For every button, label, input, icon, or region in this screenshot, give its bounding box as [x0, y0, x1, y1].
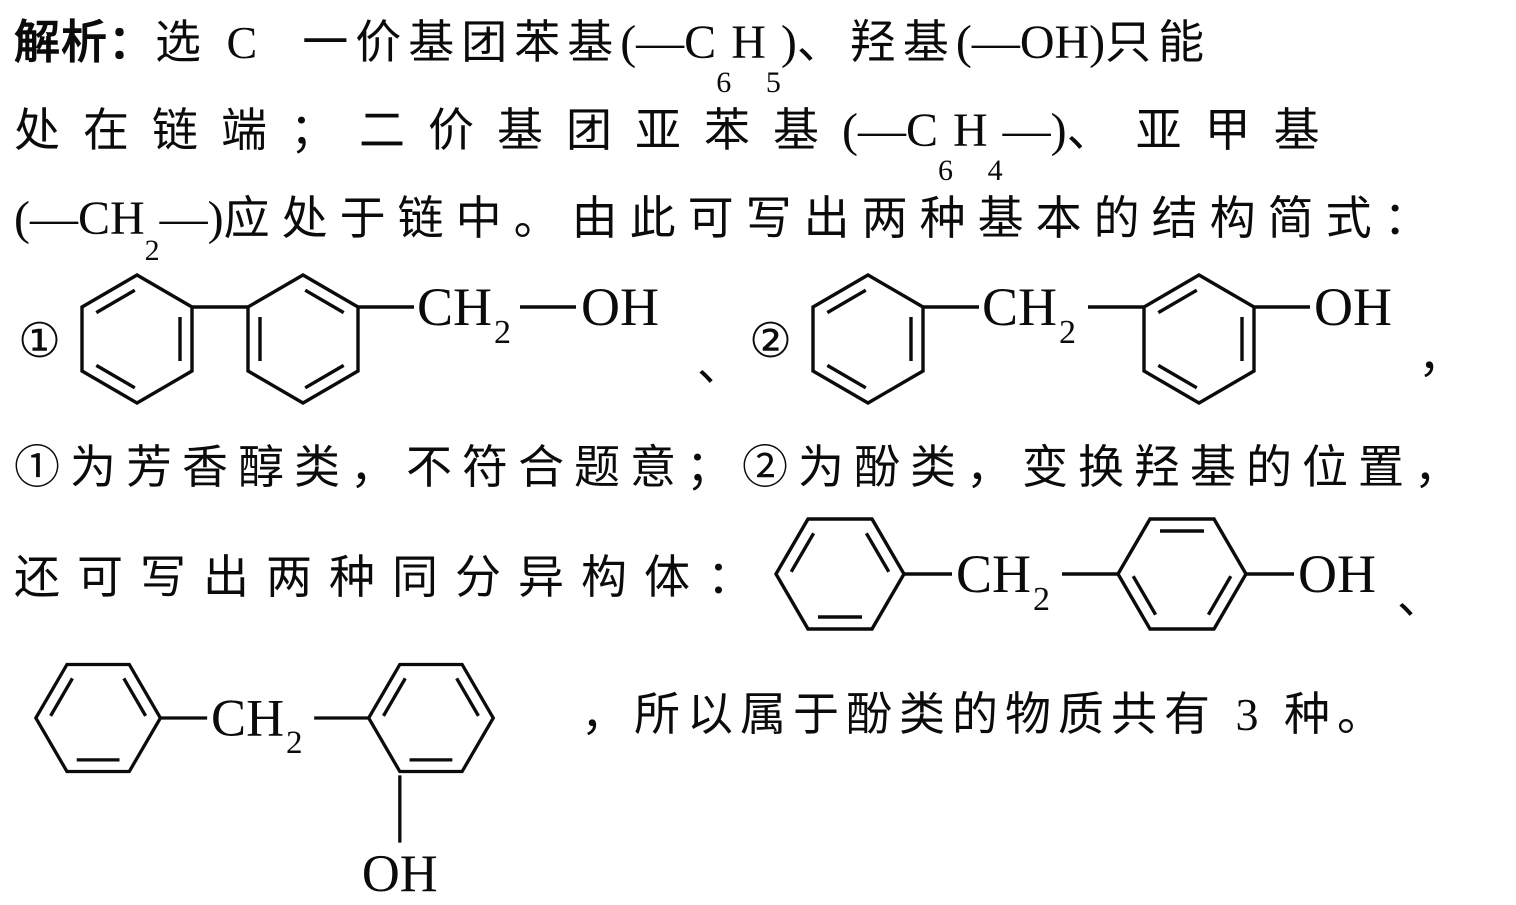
answer-choice: 选 C: [155, 17, 265, 68]
oh-label: OH: [362, 845, 438, 903]
enumeration-comma: 、: [1397, 572, 1443, 623]
benzene-ring: [1116, 517, 1248, 631]
oh-label: OH: [1298, 544, 1376, 604]
ch2-label: CH: [982, 277, 1057, 337]
benzene-ring: [811, 273, 925, 405]
answer-label: 解析：: [14, 15, 155, 69]
structures-row-2: 还可写出两种同分异构体： CH 2 OH 、: [14, 508, 1506, 640]
ch2-label: CH: [211, 690, 284, 748]
text-line-3: (—CH 2 —) 应处于链中。由此可写出两种基本的结构简式：: [14, 192, 1442, 267]
ch2-subscript: 2: [1033, 581, 1050, 618]
benzene-ring: [80, 273, 194, 405]
oh-label: OH: [1314, 277, 1392, 337]
structures-row-1: ① CH 2 OH 、 ② CH 2 OH ，: [14, 262, 1506, 420]
formula-methylene: (—CH: [14, 192, 145, 245]
circled-number-1: ①: [18, 313, 62, 369]
comma: ，: [1418, 331, 1465, 382]
text-line-1: 解析： 选 C 一价基团苯基 (—C 6 H 5 ) 、羟基 (—OH) 只能: [14, 6, 1506, 99]
structures-row-3: CH 2 OH ，所以属于酚类的物质共有 3 种。: [14, 640, 1506, 905]
benzene-ring: [246, 273, 360, 405]
structure-2-benzyl-meta-phenol: CH 2 OH: [811, 273, 1392, 405]
structure-1-biphenyl-methanol: CH 2 OH: [80, 273, 659, 405]
ch2-subscript: 2: [494, 314, 511, 351]
ch2-label: CH: [956, 544, 1031, 604]
formula-hydroxyl: (—OH): [955, 16, 1106, 69]
formula-phenyl: (—C: [620, 16, 717, 69]
circled-number-2: ②: [749, 313, 793, 369]
structure-4-benzyl-ortho-phenol: CH 2 OH: [34, 662, 495, 903]
enumeration-comma: 、: [697, 339, 744, 390]
oh-label: OH: [581, 277, 659, 337]
benzene-ring: [1142, 273, 1256, 405]
ch2-subscript: 2: [1059, 314, 1076, 351]
isomer-intro-text: 还可写出两种同分异构体：: [14, 552, 770, 603]
text-line-5: ①为芳香醇类，不符合题意；②为酚类，变换羟基的位置，: [14, 442, 1470, 493]
benzene-ring: [367, 662, 495, 774]
benzene-ring: [774, 517, 906, 631]
conclusion-text: ，所以属于酚类的物质共有 3 种。: [581, 689, 1390, 740]
ch2-subscript: 2: [286, 725, 303, 761]
structure-3-benzyl-para-phenol: CH 2 OH: [774, 517, 1376, 631]
text-line-2: 处在链端；二价基团亚苯基 (—C 6 H 4 —) 、亚甲基: [14, 104, 1343, 187]
ch2-label: CH: [417, 277, 492, 337]
formula-phenylene: (—C: [842, 104, 938, 157]
benzene-ring: [34, 662, 163, 774]
